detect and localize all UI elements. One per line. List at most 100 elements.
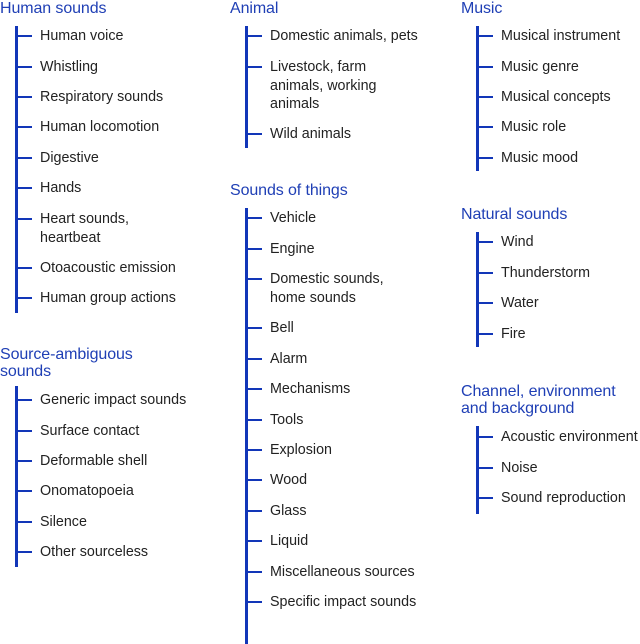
subcategory-label: Domestic animals, pets [270,28,418,44]
subcategory-label: Explosion [270,442,332,458]
category-heading: Natural sounds [461,206,568,223]
tree-branch-connector [245,571,262,573]
subcategory-label: Wood [270,472,308,488]
tree-branch-connector [15,35,32,37]
category-heading: Sounds of things [230,182,348,199]
subcategory-label: Alarm [270,351,308,367]
subcategory-label: Surface contact [40,423,140,439]
subcategory-label: Heart sounds, heartbeat [40,211,130,246]
tree-branch-connector [245,388,262,390]
tree-branch-connector [15,157,32,159]
tree-branch-connector [15,490,32,492]
subcategory-label: Water [501,295,539,311]
tree-branch-connector [476,126,493,128]
subcategory-label: Bell [270,320,294,336]
subcategory-label: Generic impact sounds [40,392,187,408]
category-heading: Animal [230,0,279,17]
tree-branch-connector [15,218,32,220]
tree-branch-connector [245,510,262,512]
subcategory-label: Music genre [501,59,579,75]
tree-branch-connector [245,35,262,37]
tree-branch-connector [245,601,262,603]
tree-vertical-line [476,26,479,171]
tree-branch-connector [245,419,262,421]
tree-branch-connector [476,272,493,274]
tree-vertical-line [476,426,479,514]
subcategory-label: Wind [501,234,534,250]
category-heading: Music [461,0,503,17]
tree-branch-connector [245,278,262,280]
tree-branch-connector [476,302,493,304]
tree-branch-connector [15,126,32,128]
category-heading: Source-ambiguous sounds [0,346,133,380]
subcategory-label: Digestive [40,150,99,166]
tree-branch-connector [245,217,262,219]
tree-branch-connector [476,436,493,438]
subcategory-label: Acoustic environment [501,429,638,445]
subcategory-label: Musical instrument [501,28,621,44]
category-heading: Human sounds [0,0,107,17]
subcategory-label: Glass [270,503,307,519]
tree-branch-connector [245,449,262,451]
tree-vertical-line [245,208,248,644]
subcategory-label: Deformable shell [40,453,148,469]
subcategory-label: Other sourceless [40,544,149,560]
tree-branch-connector [15,521,32,523]
tree-branch-connector [15,267,32,269]
tree-vertical-line [15,26,18,313]
tree-branch-connector [15,399,32,401]
tree-branch-connector [15,551,32,553]
subcategory-label: Hands [40,180,82,196]
category-heading: Channel, environment and background [461,383,616,417]
subcategory-label: Domestic sounds, home sounds [270,271,384,306]
subcategory-label: Miscellaneous sources [270,564,415,580]
subcategory-label: Onomatopoeia [40,483,134,499]
subcategory-label: Vehicle [270,210,317,226]
subcategory-label: Livestock, farm animals, working animals [270,59,377,112]
subcategory-label: Musical concepts [501,89,611,105]
tree-branch-connector [476,497,493,499]
tree-vertical-line [245,26,248,148]
subcategory-label: Human locomotion [40,119,160,135]
tree-branch-connector [245,248,262,250]
subcategory-label: Mechanisms [270,381,351,397]
tree-branch-connector [15,96,32,98]
subcategory-label: Respiratory sounds [40,89,164,105]
tree-branch-connector [476,241,493,243]
tree-branch-connector [15,187,32,189]
subcategory-label: Human group actions [40,290,176,306]
subcategory-label: Tools [270,412,304,428]
subcategory-label: Fire [501,326,526,342]
subcategory-label: Noise [501,460,538,476]
tree-branch-connector [476,157,493,159]
tree-branch-connector [476,467,493,469]
subcategory-label: Otoacoustic emission [40,260,176,276]
subcategory-label: Whistling [40,59,98,75]
subcategory-label: Engine [270,241,315,257]
subcategory-label: Thunderstorm [501,265,590,281]
subcategory-label: Silence [40,514,87,530]
tree-branch-connector [245,66,262,68]
tree-branch-connector [476,333,493,335]
tree-branch-connector [15,66,32,68]
subcategory-label: Liquid [270,533,309,549]
subcategory-label: Wild animals [270,126,352,142]
tree-branch-connector [476,96,493,98]
tree-branch-connector [476,35,493,37]
subcategory-label: Sound reproduction [501,490,626,506]
tree-branch-connector [15,430,32,432]
tree-branch-connector [15,460,32,462]
tree-branch-connector [15,297,32,299]
tree-branch-connector [476,66,493,68]
subcategory-label: Specific impact sounds [270,594,417,610]
tree-branch-connector [245,133,262,135]
subcategory-label: Music role [501,119,567,135]
tree-branch-connector [245,358,262,360]
